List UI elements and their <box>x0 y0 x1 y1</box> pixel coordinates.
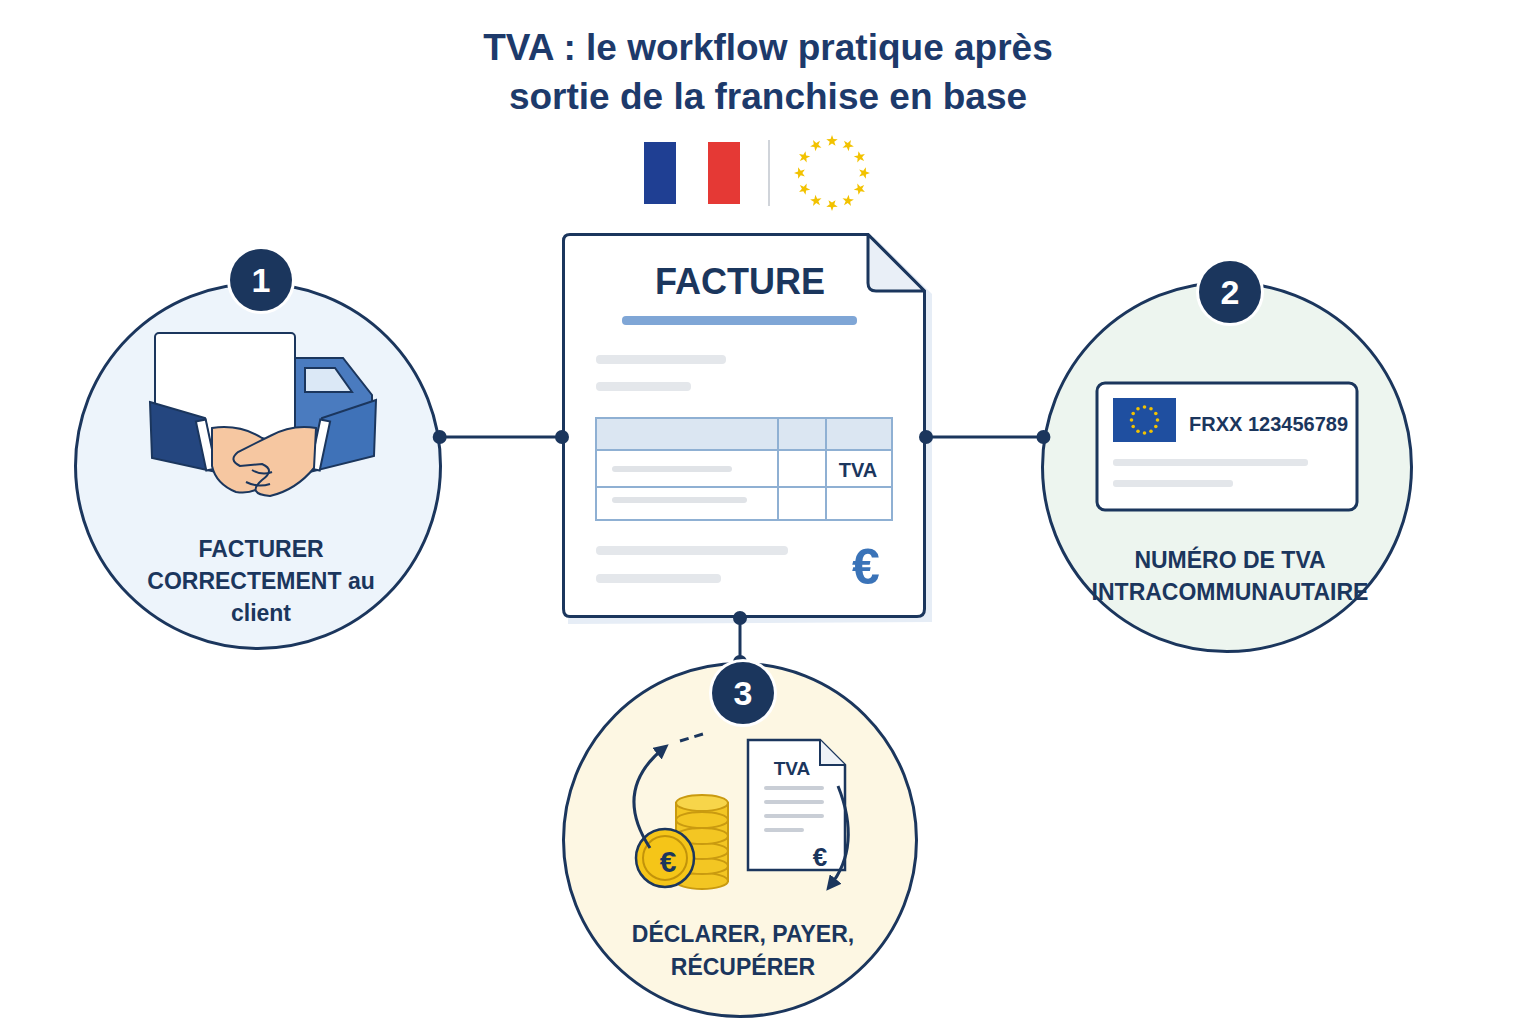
flag-blue <box>644 142 676 204</box>
flag-red <box>708 142 740 204</box>
star <box>853 182 868 197</box>
document-body <box>564 235 925 617</box>
eu-stars <box>794 135 870 211</box>
star <box>841 137 856 152</box>
star <box>796 149 811 164</box>
connector-line <box>739 618 742 662</box>
star <box>796 182 811 197</box>
star <box>808 194 823 209</box>
document-fold <box>868 235 925 292</box>
star <box>826 135 837 146</box>
callout-badge: 2 <box>1199 261 1261 323</box>
coin-symbol: € <box>646 845 690 879</box>
connector-line <box>440 436 562 439</box>
star <box>859 167 870 178</box>
step-circle: 2FRXX 123456789NUMÉRO DE TVA INTRACOMMUN… <box>1041 281 1413 653</box>
table-cell: TVA <box>826 458 890 482</box>
callout-number: 2 <box>1199 261 1261 323</box>
diagram-title: TVA : le workflow pratique après sortie … <box>368 23 1168 121</box>
step-label: FACTURER CORRECTEMENT au client <box>141 533 381 629</box>
currency-symbol: € <box>800 842 840 872</box>
step-circle: 3 € TVA € DÉCLARER, PAYER, RÉCUPÉRER <box>562 662 918 1018</box>
form-heading: TVA <box>760 758 824 780</box>
divider <box>768 140 770 206</box>
step-label: NUMÉRO DE TVA INTRACOMMUNAUTAIRE <box>1078 544 1383 608</box>
callout-badge: 3 <box>712 662 774 724</box>
star <box>841 194 856 209</box>
flag-white <box>676 142 708 204</box>
currency-symbol: € <box>834 539 898 595</box>
star <box>826 200 837 211</box>
star <box>853 149 868 164</box>
star <box>808 137 823 152</box>
invoice-heading: FACTURE <box>580 260 900 304</box>
callout-badge: 1 <box>230 249 292 311</box>
star <box>794 167 805 178</box>
invoice-document: FACTURE TVA € <box>562 233 926 618</box>
step-label: DÉCLARER, PAYER, RÉCUPÉRER <box>608 918 878 984</box>
callout-number: 3 <box>712 662 774 724</box>
step-circle: 1FACTURER CORRECTEMENT au client <box>74 282 442 650</box>
vat-number: FRXX 123456789 <box>1189 412 1357 436</box>
callout-number: 1 <box>230 249 292 311</box>
connector-line <box>926 436 1043 439</box>
